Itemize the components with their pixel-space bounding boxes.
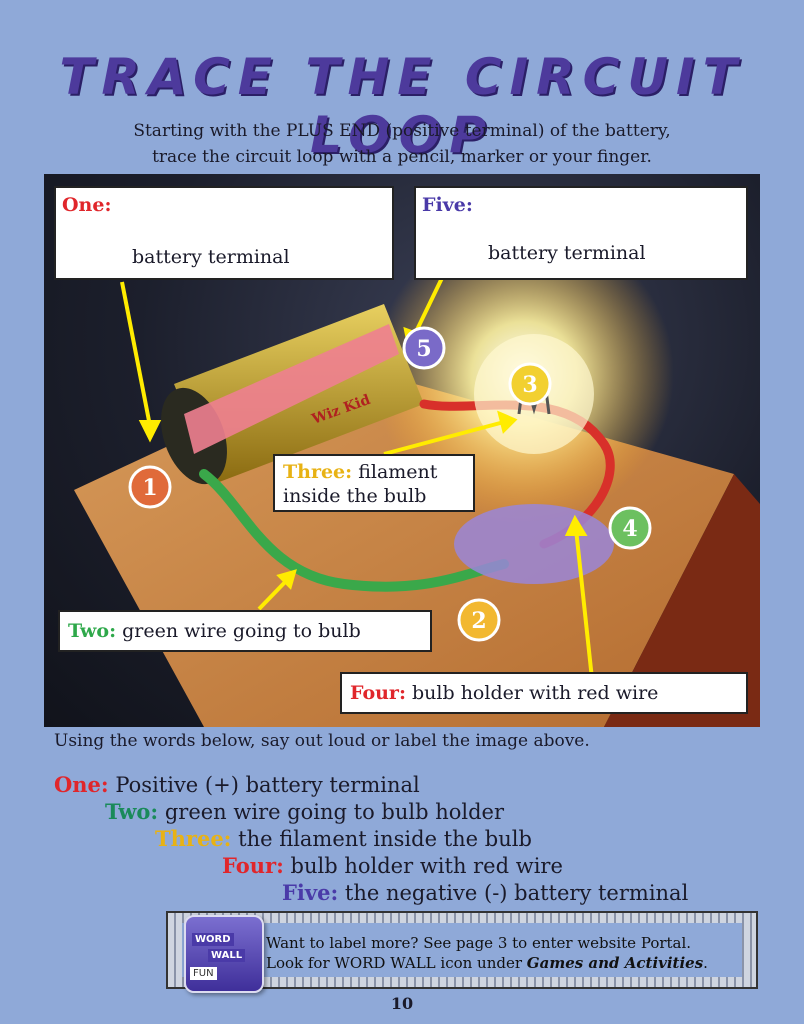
callout-four-text: bulb holder with red wire <box>412 682 659 704</box>
intro-line-2: trace the circuit loop with a pencil, ma… <box>152 147 652 167</box>
callout-three-text-1: filament <box>358 461 438 483</box>
marker-4: 4 <box>608 506 652 550</box>
list-five-text: the negative (-) battery terminal <box>344 881 689 905</box>
word-wall-icon[interactable]: WORD WALL FUN <box>184 915 264 993</box>
word-wall-inner <box>182 923 742 977</box>
callout-one-num: One: <box>62 194 112 216</box>
intro-text: Starting with the PLUS END (positive ter… <box>60 118 744 170</box>
list-one-num: One: <box>54 772 109 797</box>
wood-board-edge <box>604 474 760 727</box>
list-item-four: Four: bulb holder with red wire <box>222 853 563 878</box>
marker-2: 2 <box>457 598 501 642</box>
marker-5: 5 <box>402 326 446 370</box>
marker-5-label: 5 <box>416 336 431 362</box>
page-number: 10 <box>390 994 414 1013</box>
callout-two-text: green wire going to bulb <box>122 620 361 642</box>
callout-four: Four: bulb holder with red wire <box>340 672 748 714</box>
list-five-num: Five: <box>282 880 339 905</box>
callout-two: Two: green wire going to bulb <box>58 610 432 652</box>
word-wall-line-2-em: Games and Activities <box>526 954 704 972</box>
list-item-one: One: Positive (+) battery terminal <box>54 772 420 797</box>
marker-2-label: 2 <box>471 608 486 634</box>
word-wall-line-2-prefix: Look for WORD WALL icon under <box>266 954 527 972</box>
callout-three-text-2: inside the bulb <box>283 485 427 507</box>
list-one-text: Positive (+) battery terminal <box>115 773 420 797</box>
marker-3-label: 3 <box>522 372 537 398</box>
callout-three: Three: filament inside the bulb <box>273 454 475 512</box>
list-four-text: bulb holder with red wire <box>290 854 563 878</box>
word-wall-banner: WORD WALL FUN Want to label more? See pa… <box>166 911 758 993</box>
list-two-num: Two: <box>105 799 159 824</box>
battery: Wiz Kid <box>161 304 424 485</box>
list-item-two: Two: green wire going to bulb holder <box>105 799 504 824</box>
word-wall-line-2-suffix: . <box>703 954 708 972</box>
list-item-five: Five: the negative (-) battery terminal <box>282 880 688 905</box>
circuit-illustration: Wiz Kid 1 2 <box>44 174 760 727</box>
callout-two-num: Two: <box>68 620 117 642</box>
list-three-text: the filament inside the bulb <box>238 827 532 851</box>
list-item-three: Three: the filament inside the bulb <box>155 826 532 851</box>
callout-three-num: Three: <box>283 461 353 483</box>
circuit-drawing: Wiz Kid 1 2 <box>74 224 760 727</box>
green-wire <box>199 469 509 592</box>
callout-five-text: battery terminal <box>488 242 646 264</box>
word-wall-tile-word: WORD <box>192 933 234 946</box>
word-wall-text: Want to label more? See page 3 to enter … <box>266 933 708 973</box>
callout-one: One: battery terminal <box>54 186 394 280</box>
marker-4-label: 4 <box>622 516 637 542</box>
callout-four-num: Four: <box>350 682 406 704</box>
bulb-holder <box>454 504 614 584</box>
list-four-num: Four: <box>222 853 284 878</box>
word-wall-tile-fun: FUN <box>190 967 217 980</box>
word-wall-line-2: Look for WORD WALL icon under Games and … <box>266 953 708 973</box>
callout-five: Five: battery terminal <box>414 186 748 280</box>
marker-1: 1 <box>128 465 172 509</box>
list-two-text: green wire going to bulb holder <box>164 800 505 824</box>
intro-line-1: Starting with the PLUS END (positive ter… <box>133 121 671 141</box>
callout-one-text: battery terminal <box>132 246 290 268</box>
callout-five-num: Five: <box>422 194 473 216</box>
page-title: TRACE THE CIRCUIT LOOP <box>59 48 745 164</box>
instructions: Using the words below, say out loud or l… <box>54 731 590 751</box>
marker-3: 3 <box>508 362 552 406</box>
list-three-num: Three: <box>155 826 232 851</box>
word-wall-tile-wall: WALL <box>208 949 246 962</box>
word-wall-line-1: Want to label more? See page 3 to enter … <box>266 934 692 952</box>
marker-1-label: 1 <box>142 475 157 501</box>
